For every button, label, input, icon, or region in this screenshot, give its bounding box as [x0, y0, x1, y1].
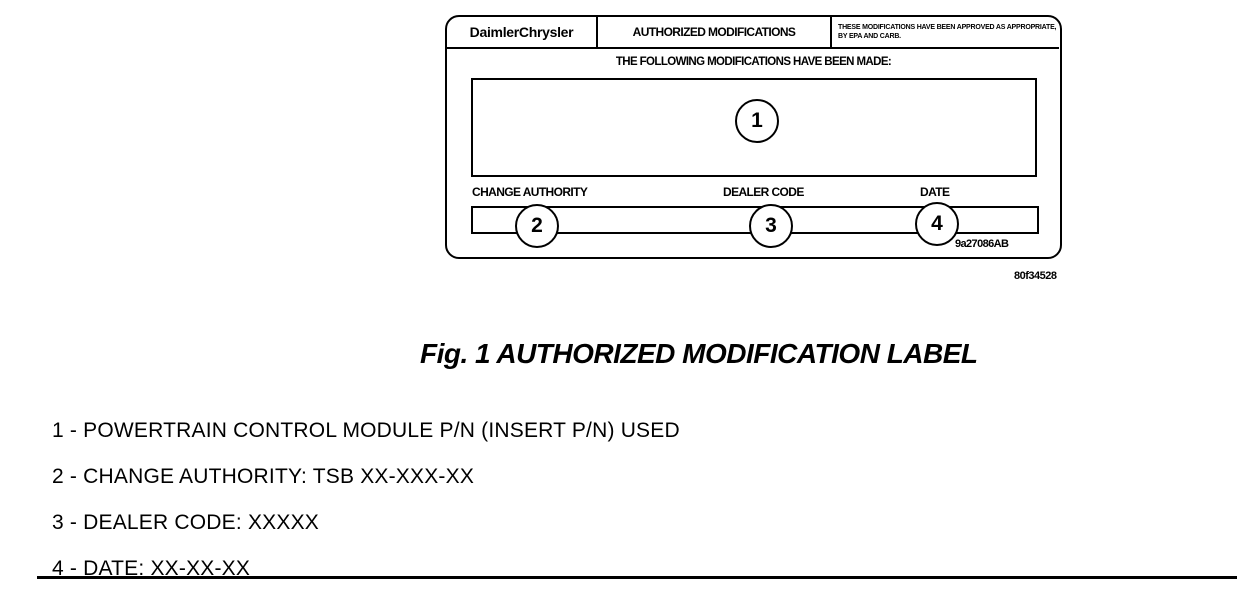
figure-reference: 80f34528 [1014, 270, 1057, 282]
modifications-box [471, 78, 1037, 177]
legend-item: 4 - DATE: XX-XX-XX [52, 557, 251, 580]
modification-label-illustration: DaimlerChrysler AUTHORIZED MODIFICATIONS… [445, 15, 1062, 259]
label-brand: DaimlerChrysler [447, 17, 598, 49]
label-following-text: THE FOLLOWING MODIFICATIONS HAVE BEEN MA… [615, 56, 892, 68]
divider-rule [37, 576, 1237, 579]
legend-item: 1 - POWERTRAIN CONTROL MODULE P/N (INSER… [52, 419, 680, 442]
figure-caption: Fig. 1 AUTHORIZED MODIFICATION LABEL [420, 338, 978, 369]
callout-1: 1 [735, 99, 779, 143]
change-authority-label: CHANGE AUTHORITY [472, 185, 588, 199]
legend-list: 1 - POWERTRAIN CONTROL MODULE P/N (INSER… [52, 408, 680, 592]
date-label: DATE [920, 185, 950, 199]
dealer-code-label: DEALER CODE [723, 185, 804, 199]
callout-2: 2 [515, 204, 559, 248]
label-approval-note: THESE MODIFICATIONS HAVE BEEN APPROVED A… [832, 17, 1059, 49]
callout-3: 3 [749, 204, 793, 248]
callout-4: 4 [915, 202, 959, 246]
label-part-code: 9a27086AB [955, 238, 1009, 250]
legend-item: 2 - CHANGE AUTHORITY: TSB XX-XXX-XX [52, 465, 475, 488]
label-title: AUTHORIZED MODIFICATIONS [598, 17, 832, 49]
legend-item: 3 - DEALER CODE: XXXXX [52, 511, 319, 534]
